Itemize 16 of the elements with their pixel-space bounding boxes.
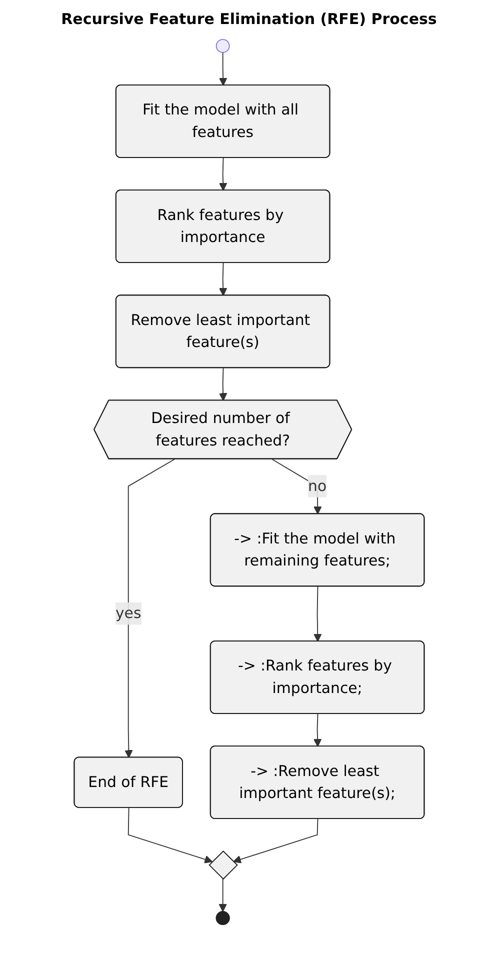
- diagram-title: Recursive Feature Elimination (RFE) Process: [60, 10, 438, 28]
- arrow: [313, 714, 322, 747]
- arrow: [232, 818, 318, 864]
- edge-label: yes: [115, 604, 141, 622]
- arrow: [218, 368, 227, 402]
- arrow: [271, 458, 322, 514]
- node-circle: [216, 38, 230, 53]
- arrow: [218, 262, 227, 296]
- arrow: [124, 458, 175, 758]
- arrow: [128, 807, 212, 864]
- arrow: [218, 878, 227, 912]
- edge-label: no: [308, 476, 326, 495]
- node-diamond: [208, 850, 238, 880]
- arrow: [218, 158, 227, 191]
- arrow: [313, 586, 322, 642]
- arrow: [218, 52, 227, 86]
